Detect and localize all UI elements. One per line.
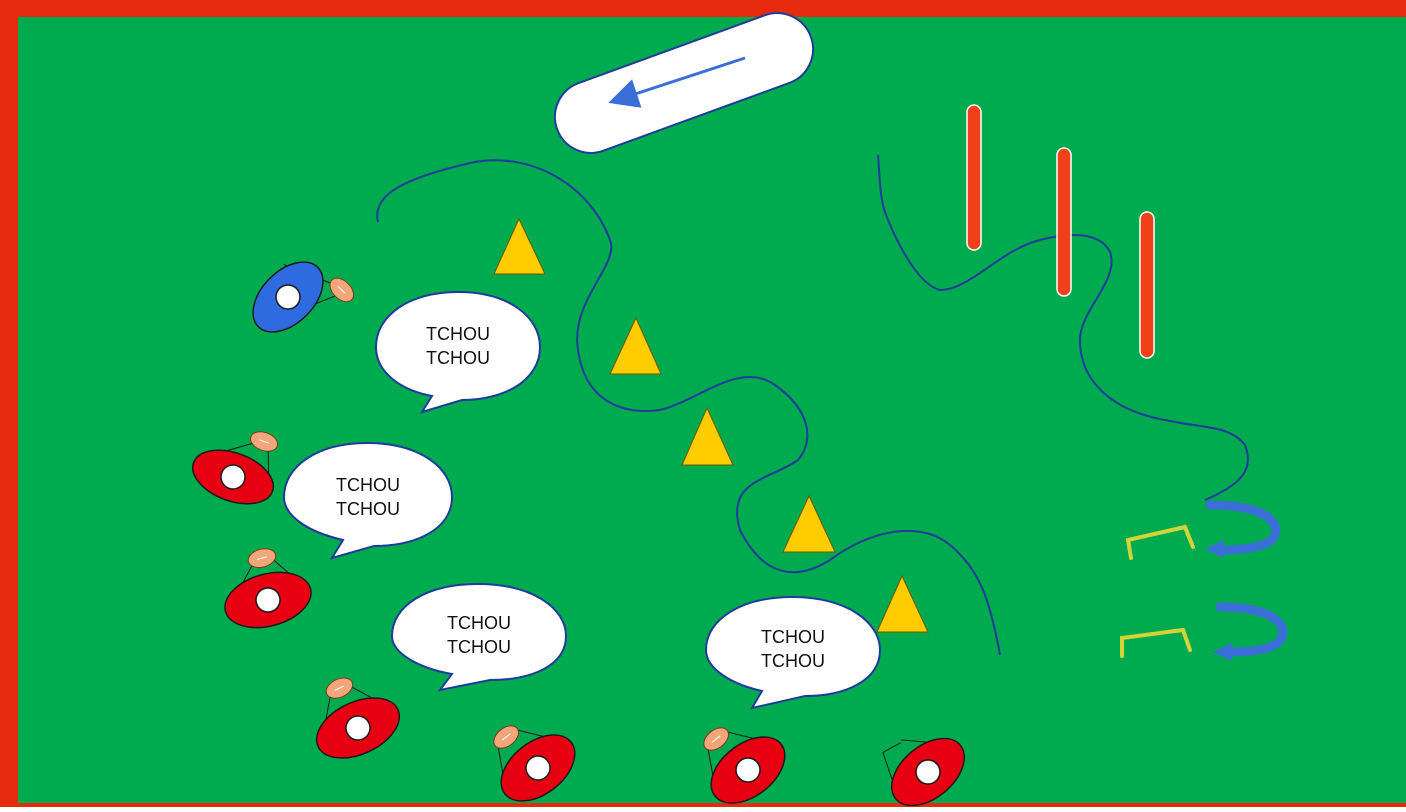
bubble-text-line2: TCHOU bbox=[761, 651, 825, 671]
bubble-text-line2: TCHOU bbox=[447, 637, 511, 657]
bubble-text-line2: TCHOU bbox=[426, 348, 490, 368]
bubble-text-line2: TCHOU bbox=[336, 499, 400, 519]
bubble-text-line1: TCHOU bbox=[336, 475, 400, 495]
field bbox=[18, 17, 1406, 803]
bubble-text-line1: TCHOU bbox=[426, 324, 490, 344]
bubble-text-line1: TCHOU bbox=[761, 627, 825, 647]
pole-icon bbox=[967, 105, 981, 250]
pole-icon bbox=[1057, 148, 1071, 296]
bubble-text-line1: TCHOU bbox=[447, 613, 511, 633]
pole-icon bbox=[1140, 212, 1154, 358]
